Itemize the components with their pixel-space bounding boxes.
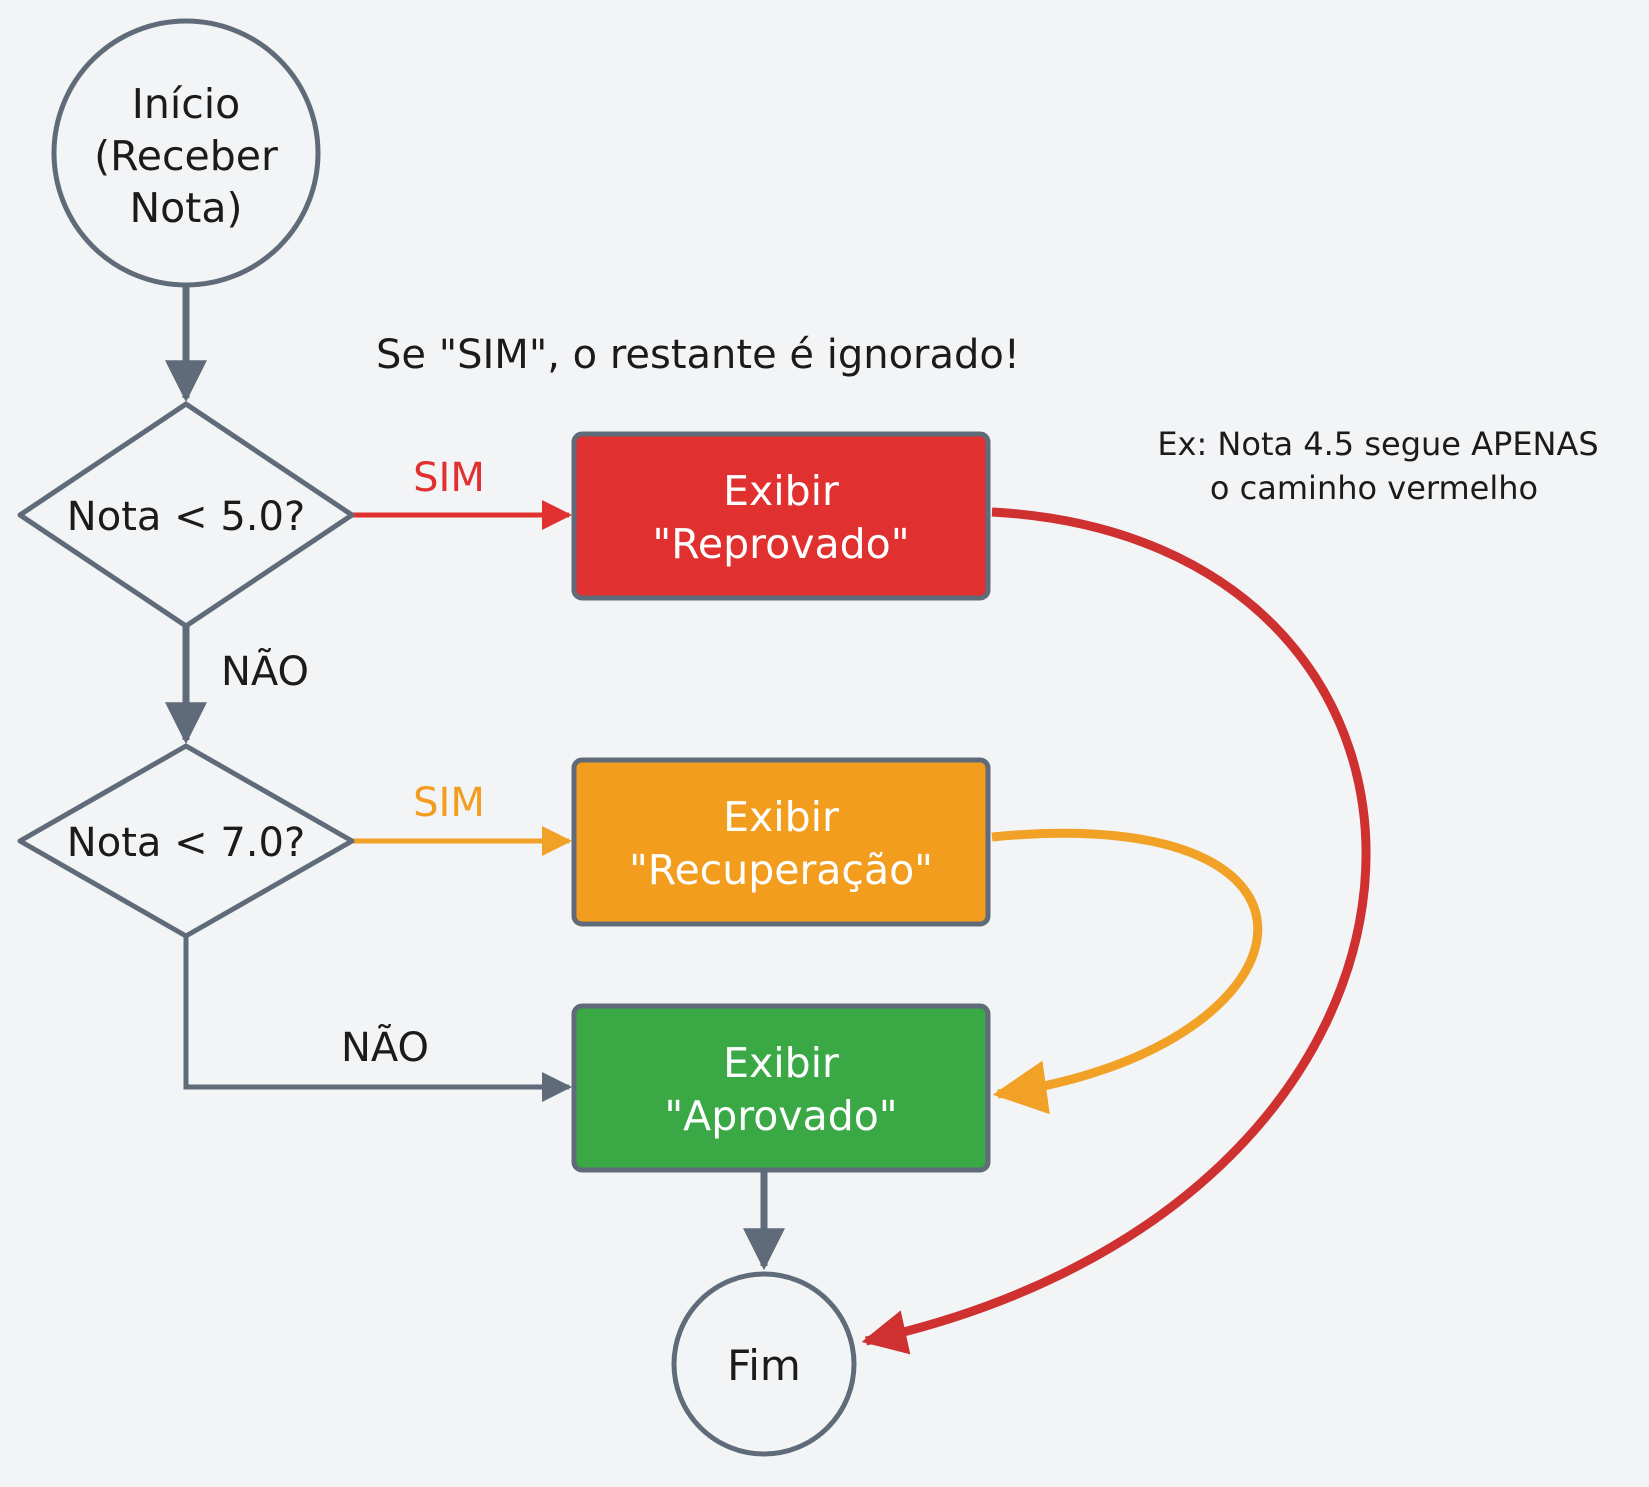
decision2-node: Nota < 7.0? — [17, 743, 355, 939]
end-label: Fim — [727, 1341, 801, 1390]
recuperacao-label-line-1: Exibir — [723, 793, 839, 841]
start-label-line-1: Início — [132, 80, 241, 128]
aprovado-label-line-1: Exibir — [723, 1039, 839, 1087]
reprovado-node: Exibir "Reprovado" — [571, 431, 991, 601]
edge-label-sim-1: SIM — [413, 455, 485, 501]
recuperacao-label-line-2: "Recuperação" — [629, 846, 933, 894]
recuperacao-node: Exibir "Recuperação" — [571, 757, 991, 927]
edge-label-nao-1: NÃO — [221, 647, 309, 695]
example-note-line-2: o caminho vermelho — [1210, 469, 1538, 507]
start-node: Início (Receber Nota) — [51, 18, 321, 288]
aprovado-label-line-2: "Aprovado" — [664, 1092, 897, 1140]
aprovado-node: Exibir "Aprovado" — [571, 1003, 991, 1173]
edge-label-sim-2: SIM — [413, 780, 485, 826]
headline-note: Se "SIM", o restante é ignorado! — [376, 332, 1020, 378]
edge-reprovado-to-end — [861, 507, 1371, 1355]
decision1-node: Nota < 5.0? — [17, 401, 355, 629]
reprovado-label-line-1: Exibir — [723, 467, 839, 515]
start-label-line-3: Nota) — [130, 184, 243, 232]
edge-recuperacao-to-aprovado — [991, 828, 1263, 1115]
example-note-line-1: Ex: Nota 4.5 segue APENAS — [1157, 425, 1598, 463]
reprovado-label-line-2: "Reprovado" — [652, 520, 909, 568]
start-label-line-2: (Receber — [94, 132, 278, 180]
decision2-label: Nota < 7.0? — [67, 820, 305, 866]
end-node: Fim — [671, 1271, 857, 1457]
edge-decision2-no — [183, 936, 572, 1102]
decision1-label: Nota < 5.0? — [67, 494, 305, 540]
edge-label-nao-2: NÃO — [341, 1023, 429, 1071]
